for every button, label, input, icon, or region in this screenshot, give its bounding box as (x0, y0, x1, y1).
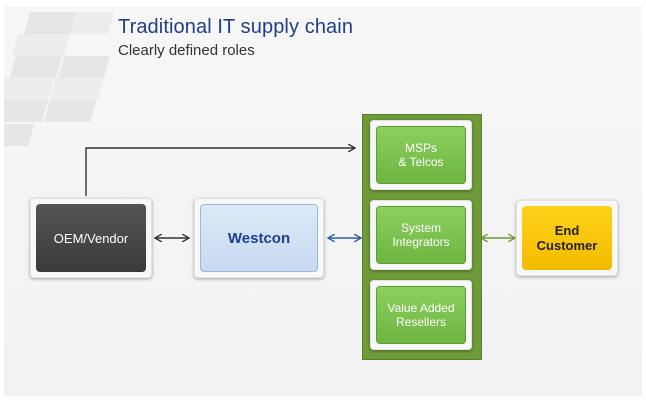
customer-label-line1: End (554, 223, 580, 238)
slide-title: Traditional IT supply chain (118, 16, 354, 38)
integrators-label-line2: Integrators (392, 235, 450, 249)
value-added-resellers-box: Value Added Resellers (376, 286, 466, 344)
system-integrators-node: System Integrators (370, 200, 472, 270)
customer-label-line2: Customer (536, 238, 598, 253)
value-added-resellers-node: Value Added Resellers (370, 280, 472, 350)
checker-decoration (4, 12, 114, 146)
msps-label-line2: & Telcos (398, 155, 444, 169)
resellers-label-line2: Resellers (395, 315, 446, 329)
oem-vendor-box: OEM/Vendor (36, 204, 146, 272)
integrators-label-line1: System (400, 221, 441, 235)
oem-vendor-node: OEM/Vendor (30, 198, 152, 278)
oem-to-channel-arrow (85, 148, 354, 196)
westcon-node: Westcon (194, 198, 324, 278)
westcon-label: Westcon (227, 229, 291, 247)
slide-subtitle: Clearly defined roles (118, 42, 255, 59)
end-customer-box: End Customer (522, 206, 612, 270)
end-customer-node: End Customer (516, 200, 618, 276)
msps-label-line1: MSPs (404, 141, 437, 155)
westcon-box: Westcon (200, 204, 318, 272)
slide: Traditional IT supply chain Clearly defi… (4, 6, 642, 396)
oem-vendor-label: OEM/Vendor (53, 230, 129, 246)
system-integrators-box: System Integrators (376, 206, 466, 264)
msps-telcos-node: MSPs & Telcos (370, 120, 472, 190)
resellers-label-line1: Value Added (387, 301, 455, 315)
msps-telcos-box: MSPs & Telcos (376, 126, 466, 184)
